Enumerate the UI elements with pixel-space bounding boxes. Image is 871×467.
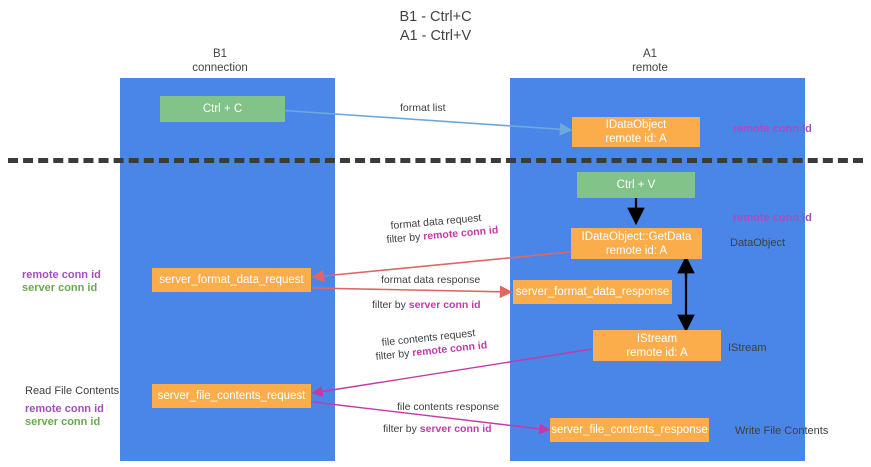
filter-prefix-3: filter by xyxy=(375,347,413,363)
node-idataobject[interactable]: IDataObject remote id: A xyxy=(572,117,700,147)
edge-label-format-data-response-filter: filter by server conn id xyxy=(372,298,481,312)
node-getdata-sub: remote id: A xyxy=(605,244,668,257)
side-label-left-remote-conn-id-mid: remote conn id xyxy=(22,269,101,281)
filter-prefix-1: filter by xyxy=(386,230,424,246)
filter-prefix-4: filter by xyxy=(383,423,420,435)
node-server-format-data-request-label: server_format_data_request xyxy=(159,274,304,286)
side-label-left-server-conn-id-bottom: server conn id xyxy=(25,416,101,428)
node-istream-label: IStream xyxy=(636,332,678,345)
node-ctrl-c-label: Ctrl + C xyxy=(202,103,243,115)
side-label-left-remote-conn-id-bottom: remote conn id xyxy=(25,403,104,415)
title-line-1: B1 - Ctrl+C xyxy=(399,9,472,25)
edge-label-format-data-response: format data response xyxy=(381,274,481,286)
node-ctrl-v[interactable]: Ctrl + V xyxy=(577,172,695,198)
section-divider xyxy=(8,158,863,163)
side-label-read-file-contents: Read File Contents xyxy=(25,385,120,397)
column-header-b1-name: B1 xyxy=(212,48,228,60)
node-server-file-contents-request-label: server_file_contents_request xyxy=(157,390,306,402)
side-label-left-server-conn-id-mid: server conn id xyxy=(22,282,98,294)
node-server-file-contents-request[interactable]: server_file_contents_request xyxy=(152,384,311,408)
node-getdata-label: IDataObject::GetData xyxy=(581,230,692,243)
node-ctrl-c[interactable]: Ctrl + C xyxy=(160,96,285,122)
node-idataobject-sub: remote id: A xyxy=(605,133,667,145)
node-server-format-data-response-label: server_format_data_response xyxy=(515,286,670,298)
edge-label-file-contents-response-filter: filter by server conn id xyxy=(383,422,492,436)
column-header-a1-role: remote xyxy=(632,61,668,74)
node-istream-sub: remote id: A xyxy=(626,346,688,359)
node-server-file-contents-response-label: server_file_contents_response xyxy=(551,424,708,436)
filter-value-server-conn-id-1: server conn id xyxy=(408,299,481,311)
filter-value-server-conn-id-2: server conn id xyxy=(419,423,492,435)
node-istream[interactable]: IStream remote id: A xyxy=(593,330,721,361)
column-header-a1-name: A1 xyxy=(642,48,658,60)
title-line-2: A1 - Ctrl+V xyxy=(399,28,472,44)
column-header-b1-role: connection xyxy=(192,61,248,74)
node-server-file-contents-response[interactable]: server_file_contents_response xyxy=(550,418,709,442)
side-label-remote-conn-id-top: remote conn id xyxy=(733,123,812,135)
node-ctrl-v-label: Ctrl + V xyxy=(616,179,656,191)
side-label-remote-conn-id-mid: remote conn id xyxy=(733,212,812,224)
node-idataobject-label: IDataObject xyxy=(605,119,667,131)
side-label-istream: IStream xyxy=(728,342,767,354)
node-idataobject-getdata[interactable]: IDataObject::GetData remote id: A xyxy=(571,228,702,259)
column-header-b1: B1 connection xyxy=(150,48,290,75)
side-label-dataobject: DataObject xyxy=(730,237,786,249)
filter-prefix-2: filter by xyxy=(372,299,409,311)
side-label-write-file-contents: Write File Contents xyxy=(735,425,829,437)
column-header-a1: A1 remote xyxy=(580,48,720,75)
node-server-format-data-response[interactable]: server_format_data_response xyxy=(513,280,672,304)
page-title: B1 - Ctrl+C A1 - Ctrl+V xyxy=(0,8,871,46)
edge-label-format-list: format list xyxy=(400,102,446,114)
node-server-format-data-request[interactable]: server_format_data_request xyxy=(152,268,311,292)
edge-label-file-contents-response: file contents response xyxy=(397,401,500,413)
